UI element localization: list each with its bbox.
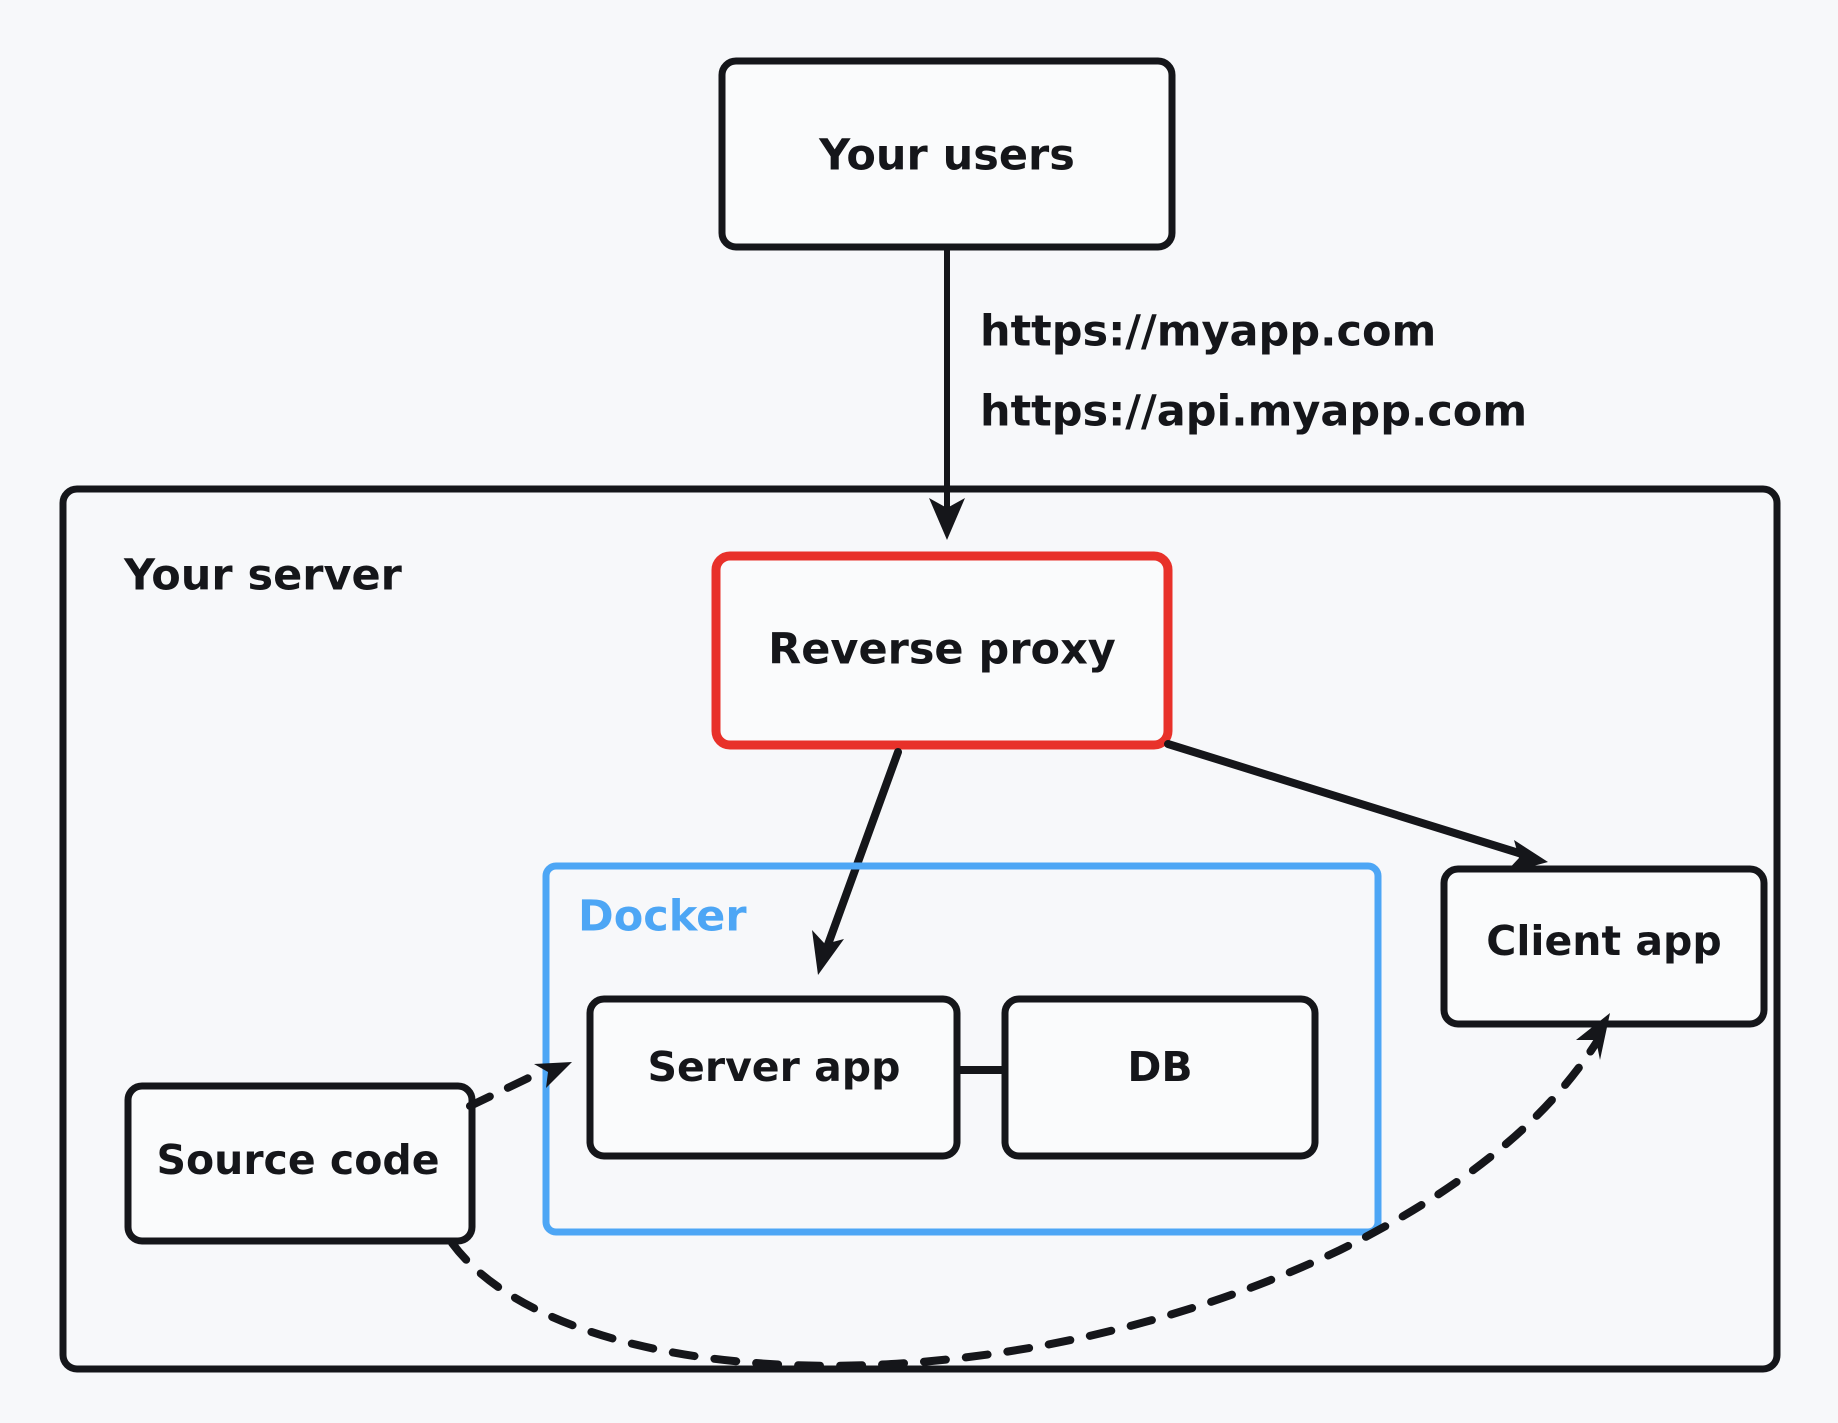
arrowhead-source-code-to-server-app bbox=[534, 1062, 572, 1088]
edge-label-url-primary: https://myapp.com bbox=[980, 307, 1436, 357]
node-db-label: DB bbox=[1127, 1043, 1192, 1091]
node-docker-label: Docker bbox=[578, 892, 747, 942]
node-client-app-label: Client app bbox=[1486, 917, 1721, 965]
arrowhead-reverse-proxy-to-server-app bbox=[812, 930, 844, 975]
node-reverse-proxy-box[interactable] bbox=[711, 551, 1173, 750]
edge-source-code-to-server-app bbox=[466, 1066, 549, 1110]
arrowhead-users-to-reverse-proxy bbox=[929, 498, 965, 540]
edge-source-code-to-client-app bbox=[448, 1036, 1602, 1370]
node-source-code-label: Source code bbox=[156, 1136, 439, 1184]
node-docker-box[interactable] bbox=[542, 862, 1382, 1236]
edge-reverse-proxy-to-server-app bbox=[822, 748, 902, 954]
node-your-server-label: Your server bbox=[123, 551, 403, 601]
node-reverse-proxy-label: Reverse proxy bbox=[768, 625, 1116, 675]
node-your-users-label: Your users bbox=[818, 131, 1075, 181]
edge-reverse-proxy-to-client-app bbox=[1164, 740, 1526, 858]
node-source-code-box[interactable] bbox=[124, 1082, 476, 1245]
node-server-app-box[interactable] bbox=[586, 995, 961, 1160]
edge-label-url-api: https://api.myapp.com bbox=[980, 387, 1527, 437]
arrowhead-source-code-to-client-app bbox=[1576, 1013, 1610, 1060]
node-db-box[interactable] bbox=[1001, 995, 1319, 1160]
node-server-app-label: Server app bbox=[648, 1043, 901, 1091]
node-your-server-box[interactable] bbox=[59, 485, 1781, 1373]
